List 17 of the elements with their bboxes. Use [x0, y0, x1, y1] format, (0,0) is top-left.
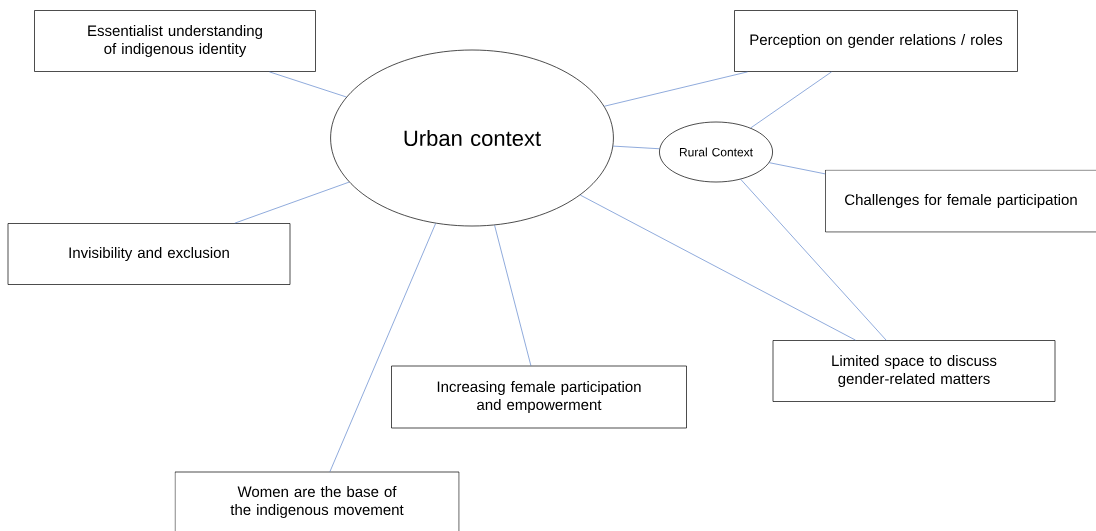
connector-line: [269, 71, 347, 98]
theme-box: Challenges for female participation: [825, 169, 1096, 233]
connector-line: [769, 162, 826, 175]
connector-line: [579, 194, 856, 341]
theme-box: Perception on gender relations / roles: [734, 10, 1018, 72]
connector-line: [329, 223, 436, 472]
connector-line: [750, 71, 832, 129]
theme-box: Increasing female participation and empowerment: [391, 365, 687, 429]
theme-box: Essentialist understanding of indigenous identity: [34, 10, 316, 72]
theme-box: Invisibility and exclusion: [7, 223, 291, 285]
theme-box: Limited space to discuss gender-related matters: [772, 340, 1056, 402]
connector-line: [612, 145, 660, 150]
connector-line: [604, 71, 748, 107]
connector-line: [740, 179, 887, 341]
theme-box: Women are the base of the indigenous movement: [174, 471, 460, 531]
connector-line: [234, 181, 350, 224]
connector-line: [494, 224, 532, 366]
